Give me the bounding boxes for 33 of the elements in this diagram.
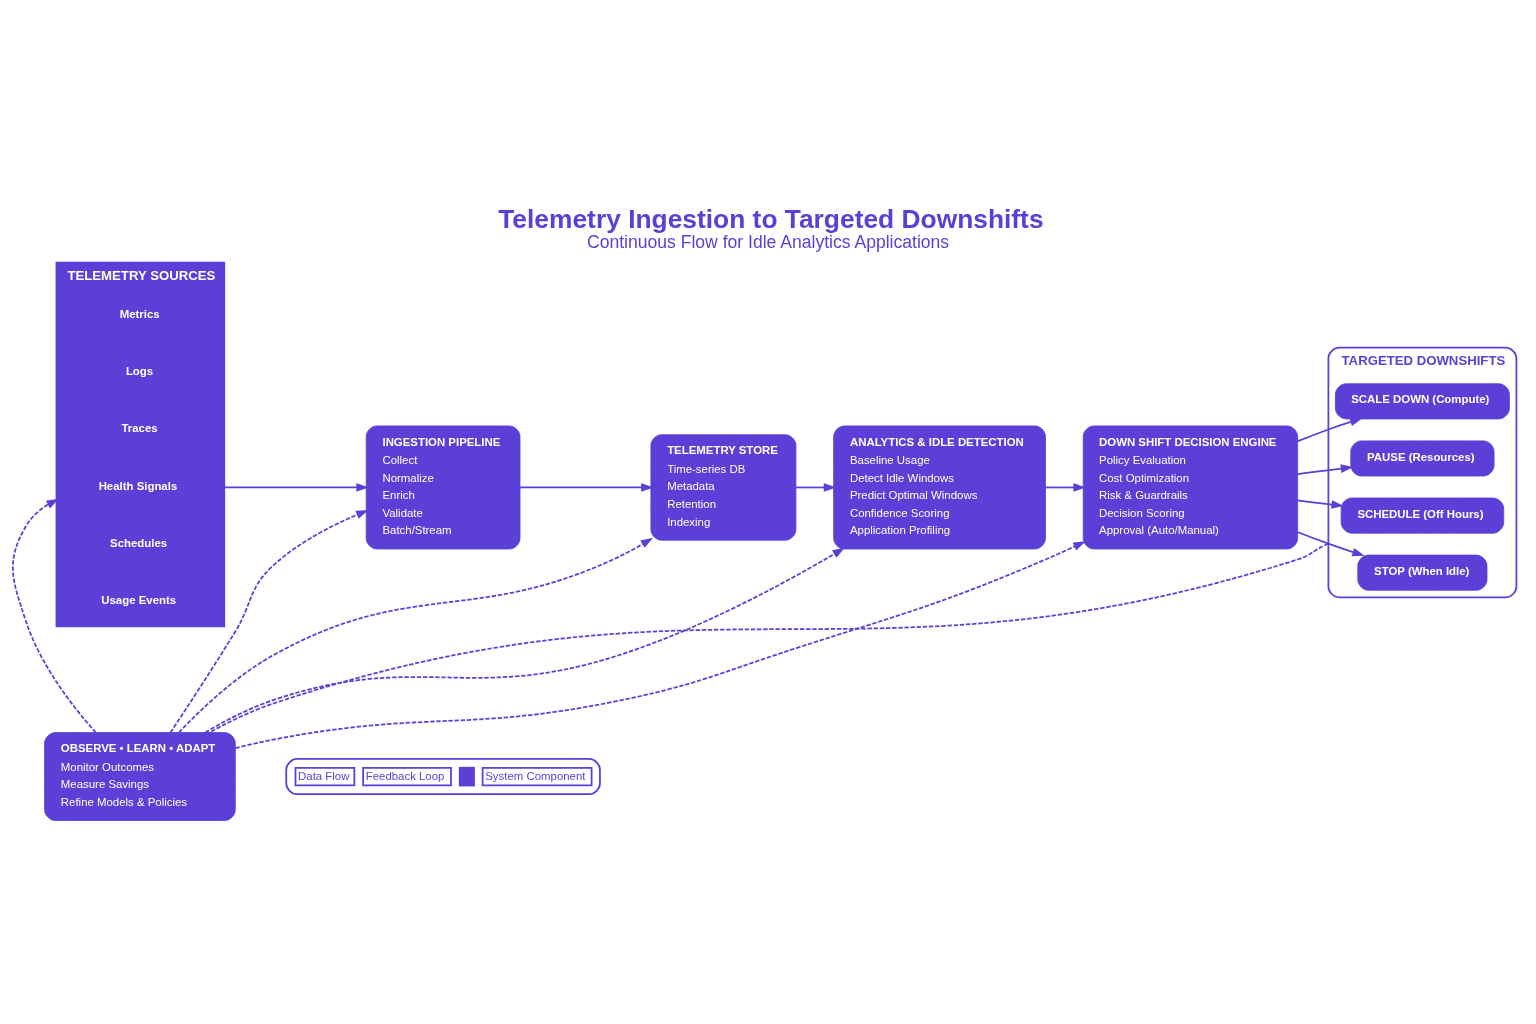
- node-box: OBSERVE • LEARN • ADAPT Monitor Outcomes Measure Savings Refine Models & Policies: [44, 731, 236, 821]
- node-text: Traces: [121, 421, 158, 434]
- diagram-title: Telemetry Ingestion to Targeted Downshifts: [498, 203, 1044, 234]
- node-text: Health Signals: [98, 479, 178, 492]
- node-box: STOP (When Idle): [1357, 554, 1488, 591]
- legend-label: Feedback Loop: [365, 769, 445, 782]
- arrow: [204, 547, 845, 733]
- arrow: [1296, 499, 1344, 509]
- node-box: INGESTION PIPELINE Collect Normalize Enrich Validate Batch/Stream: [365, 425, 521, 549]
- node-box: PAUSE (Resources): [1350, 439, 1495, 476]
- arrow: [169, 509, 369, 733]
- arrow: [1296, 463, 1354, 475]
- node-box: ANALYTICS & IDLE DETECTION Baseline Usage Detect Idle Windows Predict Optimal Windows Confidence Scoring Application Profiling: [833, 425, 1046, 549]
- arrow: [12, 498, 97, 733]
- node-box: TELEMETRY STORE Time-series DB Metadata Retention Indexing: [650, 433, 797, 541]
- connector: [208, 542, 1330, 733]
- node-box: SCHEDULE (Off Hours): [1340, 497, 1505, 534]
- arrow: [1044, 482, 1086, 492]
- legend-label: System Component: [485, 769, 586, 782]
- arrow: [223, 482, 369, 492]
- arrow: [795, 482, 837, 492]
- node-text: Schedules: [110, 536, 168, 549]
- arrow: [519, 482, 654, 492]
- arrow: [234, 540, 1086, 749]
- arrow: [1297, 530, 1365, 556]
- node-text: Usage Events: [101, 593, 177, 606]
- arrow: [1297, 417, 1363, 442]
- node-box: SCALE DOWN (Compute): [1335, 382, 1510, 419]
- node-text: Logs: [125, 364, 154, 377]
- legend-label: Data Flow: [298, 769, 350, 782]
- arrow: [177, 537, 654, 733]
- node-text: Metrics: [119, 307, 160, 320]
- node-box: DOWN SHIFT DECISION ENGINE Policy Evaluation Cost Optimization Risk & Guardrails Decision Scoring Approval (Auto/Manual): [1082, 425, 1299, 549]
